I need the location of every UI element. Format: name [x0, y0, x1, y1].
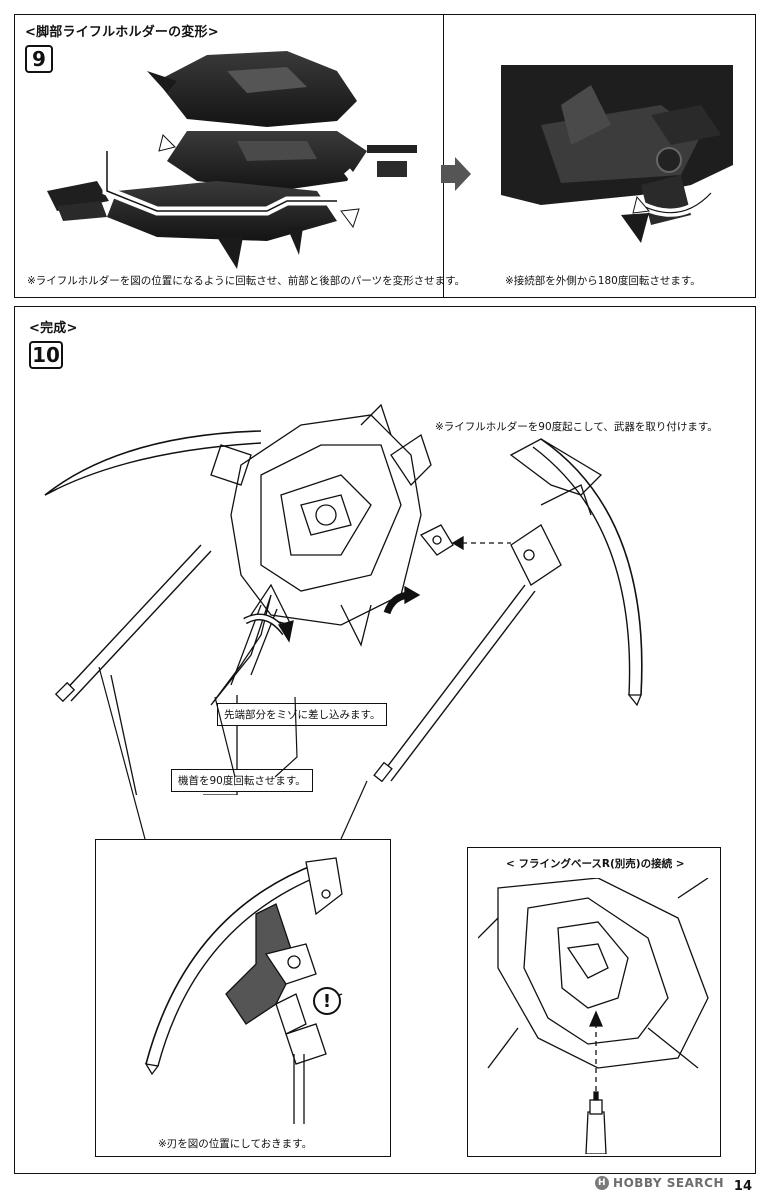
flying-base-panel: < フライングベースR(別売)の接続 > [467, 847, 721, 1157]
step-9-divider [443, 15, 445, 297]
caution-mark: ! [322, 990, 332, 1012]
watermark-text: HOBBY SEARCH [613, 1176, 724, 1190]
blade-detail-panel: ! ※刃を図の位置にしておきます。 [95, 839, 391, 1157]
step-10-note-rifle: ※ライフルホルダーを90度起こして、武器を取り付けます。 [435, 421, 718, 433]
caution-icon [312, 986, 342, 1016]
blade-note: ※刃を図の位置にしておきます。 [158, 1138, 313, 1150]
step-9-note-left: ※ライフルホルダーを図の位置になるように回転させ、前部と後部のパーツを変形させま… [27, 275, 466, 287]
flying-base-title: < フライングベースR(別売)の接続 > [506, 858, 685, 870]
step-9-joint-rotation-illustration [501, 65, 733, 245]
step-9-panel: <脚部ライフルホルダーの変形> 9 [14, 14, 756, 298]
watermark-logo: H [595, 1176, 610, 1190]
step-9-title: <脚部ライフルホルダーの変形> [25, 25, 219, 40]
flying-base-connection-illustration [478, 878, 712, 1154]
step-9-rifle-holder-illustration [37, 41, 437, 271]
page-number: 14 [733, 1179, 752, 1194]
step-9-note-right: ※接続部を外側から180度回転させます。 [505, 275, 701, 287]
completed-unit-illustration [41, 395, 661, 795]
step-9-number: 9 [25, 45, 53, 73]
watermark: H HOBBY SEARCH [595, 1176, 724, 1190]
step-10-panel: <完成> 10 ※ライフルホルダーを90度起こして、武器を取り付けます。 [14, 306, 756, 1174]
next-arrow-icon [441, 157, 471, 191]
step-10-number: 10 [29, 341, 63, 369]
blade-position-illustration [126, 854, 366, 1124]
detail-leader-lines [75, 657, 395, 847]
step-10-title: <完成> [29, 321, 78, 336]
callout-tip-insert: 先端部分をミゾに差し込みます。 [217, 703, 388, 726]
